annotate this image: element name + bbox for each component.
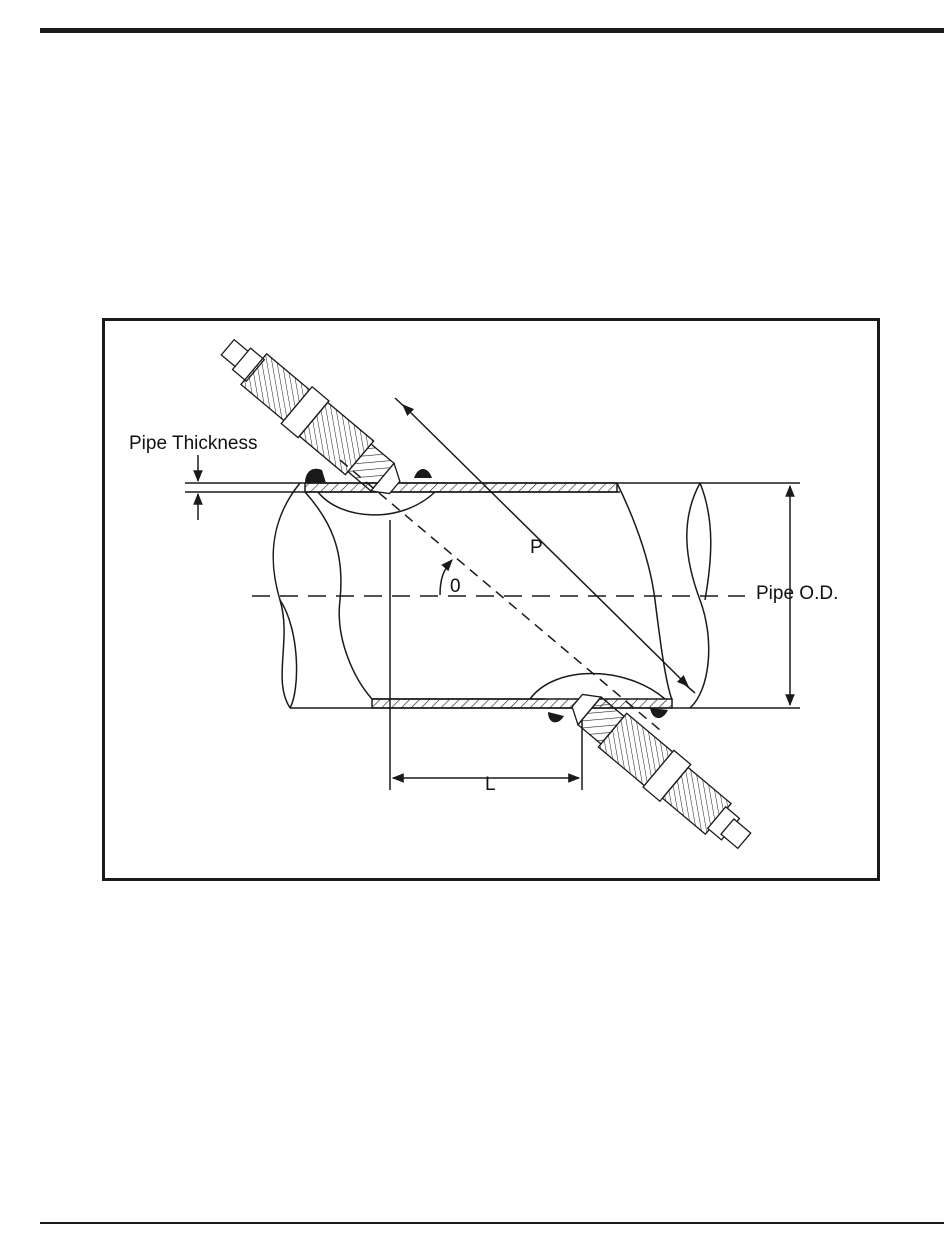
pipe-od-label: Pipe O.D.	[756, 583, 838, 604]
bottom-weld-left	[548, 712, 564, 722]
bottom-weld-right	[650, 708, 668, 718]
top-weld-left	[305, 469, 326, 483]
p-extension-bottom	[680, 680, 695, 693]
footer-rule	[40, 1222, 944, 1224]
top-wall-hatch	[305, 483, 617, 492]
top-weld-right	[414, 469, 432, 478]
angle-label: 0	[450, 576, 461, 597]
bottom-port-bulge	[530, 674, 665, 700]
axial-length-label: L	[485, 774, 496, 795]
path-length-label: P	[530, 537, 543, 558]
p-dimension-line	[403, 405, 688, 686]
bottom-wall-hatch	[372, 699, 672, 708]
pipe-thickness-label: Pipe Thickness	[129, 433, 258, 454]
p-extension-top	[395, 398, 410, 412]
top-port-bulge	[318, 492, 435, 515]
pipe-break-right	[617, 483, 672, 700]
